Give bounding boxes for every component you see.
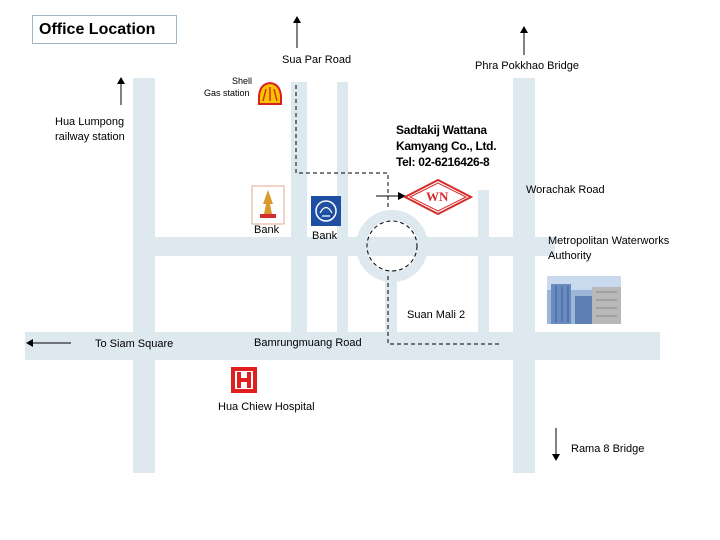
title-box: Office Location <box>32 15 177 44</box>
road-bamrungmuang <box>25 332 660 360</box>
roundabout <box>356 210 428 282</box>
label-hua-lumpong-line2: railway station <box>55 131 125 143</box>
label-hua-lumpong-line1: Hua Lumpong <box>55 116 125 128</box>
north-arrow-hua-lumpong <box>117 77 125 105</box>
company-phone: Tel: 02-6216426-8 <box>396 155 490 169</box>
road-suan-mali <box>478 190 489 332</box>
label-worachak-road: Worachak Road <box>526 184 605 196</box>
road-right-vertical <box>513 78 535 473</box>
office-arrow-head <box>398 192 406 200</box>
thai-bank-emblem-icon <box>251 185 285 225</box>
south-arrow-rama8 <box>552 428 560 461</box>
label-bank-left: Bank <box>254 224 280 236</box>
hospital-glyph: H <box>236 369 252 389</box>
label-waterworks-line1: Metropolitan Waterworks <box>548 235 670 247</box>
road-sua-par <box>291 82 307 332</box>
label-sua-par-road: Sua Par Road <box>282 54 352 66</box>
label-rama8-bridge: Rama 8 Bridge <box>571 443 645 455</box>
road-narrow-vertical <box>337 82 348 332</box>
label-phra-pokkhao-bridge: Phra Pokkhao Bridge <box>475 60 579 72</box>
wn-logo-text: WN <box>426 189 449 204</box>
label-waterworks-line2: Authority <box>548 250 592 262</box>
hospital-icon <box>231 367 257 393</box>
west-arrow-siam <box>26 339 71 347</box>
kasikorn-bank-icon <box>311 196 341 226</box>
page-title: Office Location <box>39 21 156 38</box>
label-hua-chiew-hospital: Hua Chiew Hospital <box>218 401 315 413</box>
company-name-line1: Sadtakij Wattana <box>396 123 487 137</box>
shell-logo-icon <box>258 81 282 105</box>
label-bank-right: Bank <box>312 230 338 242</box>
north-arrow-sua-par <box>293 16 301 48</box>
roundabout-route <box>366 220 418 272</box>
north-arrow-phra-pokkhao <box>520 26 528 55</box>
label-to-siam-square: To Siam Square <box>95 338 174 350</box>
label-suan-mali: Suan Mali 2 <box>407 309 466 321</box>
road-left-vertical <box>133 78 155 473</box>
label-bamrungmuang-road: Bamrungmuang Road <box>254 337 362 349</box>
wn-logo-icon <box>402 178 474 216</box>
company-name-line2: Kamyang Co., Ltd. <box>396 139 497 153</box>
route-path <box>295 85 389 210</box>
label-shell-line1: Shell <box>232 76 253 86</box>
label-shell-line2: Gas station <box>204 88 250 98</box>
road-east-stub <box>535 237 555 256</box>
waterworks-building-icon <box>547 276 621 324</box>
route-path-lower <box>387 276 500 345</box>
company-info: Sadtakij Wattana Kamyang Co., Ltd. Tel: … <box>396 122 497 170</box>
